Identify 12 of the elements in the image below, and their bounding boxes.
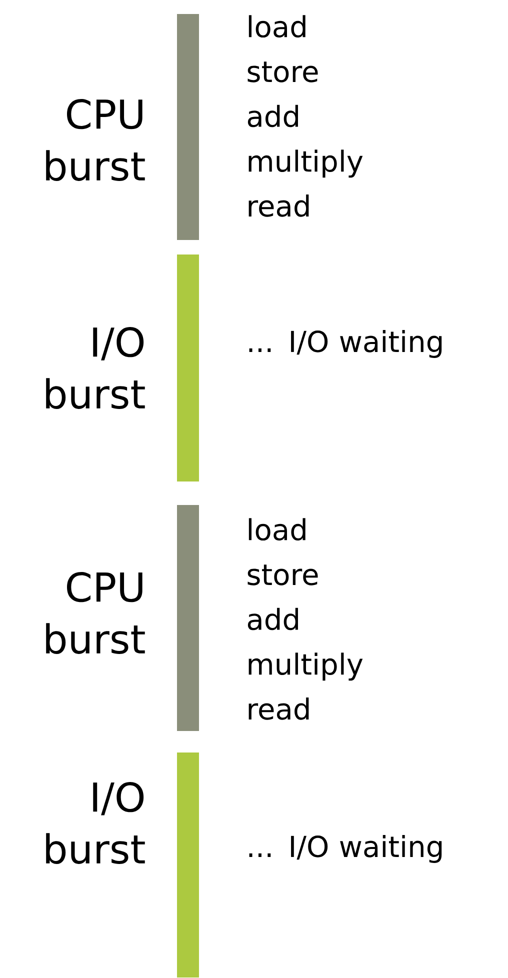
instruction-list: ... I/O waiting — [249, 835, 442, 863]
bar — [177, 14, 199, 240]
bar — [177, 752, 199, 978]
bar-label: I/O burst — [46, 327, 145, 409]
bar — [177, 254, 199, 482]
instruction-list: load store add multiply read — [248, 15, 363, 217]
instruction-list: ... I/O waiting — [249, 330, 442, 358]
bar-label: CPU burst — [46, 99, 145, 181]
instruction-list: load store add multiply read — [248, 518, 363, 720]
bar-label: CPU burst — [46, 572, 145, 654]
bar — [177, 505, 199, 731]
bar-label: I/O burst — [46, 782, 145, 864]
